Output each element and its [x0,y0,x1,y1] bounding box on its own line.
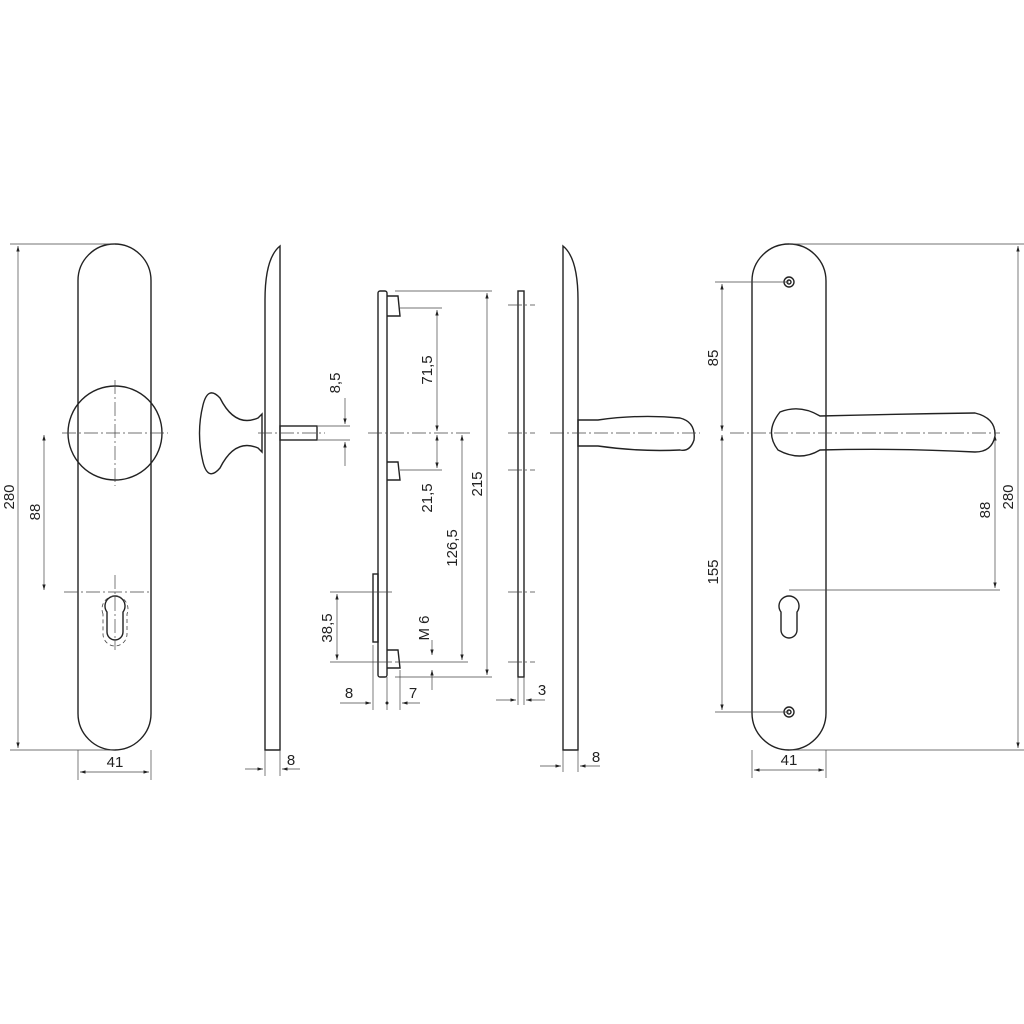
dim-lever-center-cylinder: 88 [977,502,994,519]
cylinder-hole [104,595,126,641]
dim-center-lug: 21,5 [419,483,436,512]
dim-insert-thickness: 3 [538,682,546,699]
backplate [377,290,388,678]
dim-lever-width: 41 [781,752,798,769]
lever-profile [577,415,695,452]
dim-top-center: 71,5 [419,355,436,384]
dim-height: 280 [1,484,18,509]
lever-side-view: 8 [540,244,700,772]
dim-spindle: 8,5 [327,373,344,394]
side-plate [264,244,281,751]
lever-handle [770,408,996,457]
dim-total: 215 [469,471,486,496]
dim-depth-right: 7 [409,685,417,702]
knob-side-view: 8,5 8 [198,244,350,776]
dim-cylinder-offset: 38,5 [319,613,336,642]
dim-bottom-screw: 155 [705,559,722,584]
dim-depth-left: 8 [345,685,353,702]
dim-lever-height: 280 [1000,484,1017,509]
dim-top-screw: 85 [705,350,722,367]
insert-plate [517,290,525,678]
knob-front-view: 280 88 41 [1,243,168,780]
insert-view: 3 [496,290,546,705]
dim-center-bottom: 126,5 [444,529,461,567]
knob-profile [198,392,263,475]
lever-front-view: 85 155 88 280 41 [705,243,1024,778]
lever-front-plate [751,243,827,751]
dim-width: 41 [107,754,124,771]
dim-thickness: 8 [287,752,295,769]
backplate-view: 71,5 21,5 215 126,5 38,5 M 6 8 7 [319,290,492,710]
lever-cylinder-hole [778,595,800,639]
front-plate [77,243,152,751]
dim-thread: M 6 [416,615,433,640]
dim-center-cylinder: 88 [27,504,44,521]
lever-side-plate [562,244,579,751]
dim-lever-thickness: 8 [592,749,600,766]
